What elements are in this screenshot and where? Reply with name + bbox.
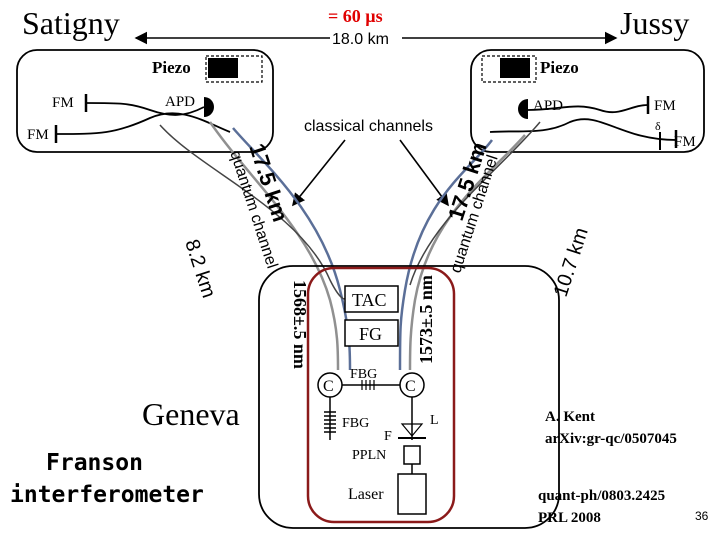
caption-line1: Franson: [46, 450, 143, 476]
source-box: [306, 266, 456, 524]
circulator-left-label: C: [323, 378, 334, 395]
fg-label: FG: [359, 324, 382, 344]
ref-arxiv: arXiv:gr-qc/0507045: [545, 431, 677, 447]
fbg-top-grating: [361, 380, 375, 390]
left-apd-label: APD: [165, 94, 195, 110]
geneva-label: Geneva: [142, 396, 240, 432]
wavelength-left: 1568±.5 nm: [290, 280, 310, 369]
link-time: = 60 µs: [328, 6, 383, 26]
right-apd-detector: [518, 99, 528, 119]
left-fm-top-label: FM: [52, 95, 74, 111]
geneva-box: [258, 265, 560, 529]
right-classical-fiber: [398, 139, 494, 371]
site-jussy: Jussy: [620, 5, 689, 41]
caption-line2: interferometer: [10, 482, 204, 508]
l-label: L: [430, 413, 439, 428]
left-piezo-outline: [205, 55, 263, 83]
right-interferometer-fiber: [489, 104, 677, 141]
fbg-top-label: FBG: [350, 367, 377, 382]
fbg-bottom-label: FBG: [342, 416, 369, 431]
wavelength-right: 1573±.5 nm: [416, 275, 436, 364]
right-signal-line: [409, 121, 541, 286]
classical-channels-label: classical channels: [304, 118, 433, 135]
tac-label: TAC: [352, 290, 387, 310]
laser-box: [397, 473, 427, 515]
right-apd-label: APD: [533, 98, 563, 114]
right-station-box: [470, 49, 705, 153]
left-interferometer-fiber: [55, 102, 231, 135]
classical-arrow-left: [292, 139, 346, 207]
classical-arrow-right: [399, 139, 449, 207]
right-fm-top-label: FM: [654, 98, 676, 114]
lens-shape: [400, 423, 424, 437]
site-satigny: Satigny: [22, 5, 120, 41]
right-delta-label: δ: [655, 119, 661, 133]
fbg-bottom-grating: [324, 411, 336, 433]
link-distance: 18.0 km: [332, 31, 389, 48]
ref-author: A. Kent: [545, 409, 595, 425]
left-piezo-label: Piezo: [152, 58, 191, 77]
left-apd-detector: [204, 97, 214, 117]
circulator-right-label: C: [405, 378, 416, 395]
right-piezo-block: [500, 58, 530, 78]
ppln-crystal: [403, 445, 421, 465]
right-piezo-label: Piezo: [540, 58, 579, 77]
ref-quant-ph: quant-ph/0803.2425: [538, 488, 665, 504]
fg-box: [344, 319, 399, 347]
page-number: 36: [695, 509, 709, 523]
f-label: F: [384, 429, 392, 444]
ref-prl: PRL 2008: [538, 510, 601, 526]
left-signal-line: [159, 124, 346, 300]
tac-box: [344, 285, 399, 313]
left-fm-side-label: FM: [27, 127, 49, 143]
left-station-box: [16, 49, 274, 153]
left-classical-distance: 8.2 km: [180, 237, 219, 301]
right-fm-side-label: FM: [674, 134, 696, 150]
ppln-label: PPLN: [352, 448, 386, 463]
left-piezo-block: [208, 58, 238, 78]
right-piezo-outline: [481, 55, 537, 83]
laser-label: Laser: [348, 486, 384, 503]
